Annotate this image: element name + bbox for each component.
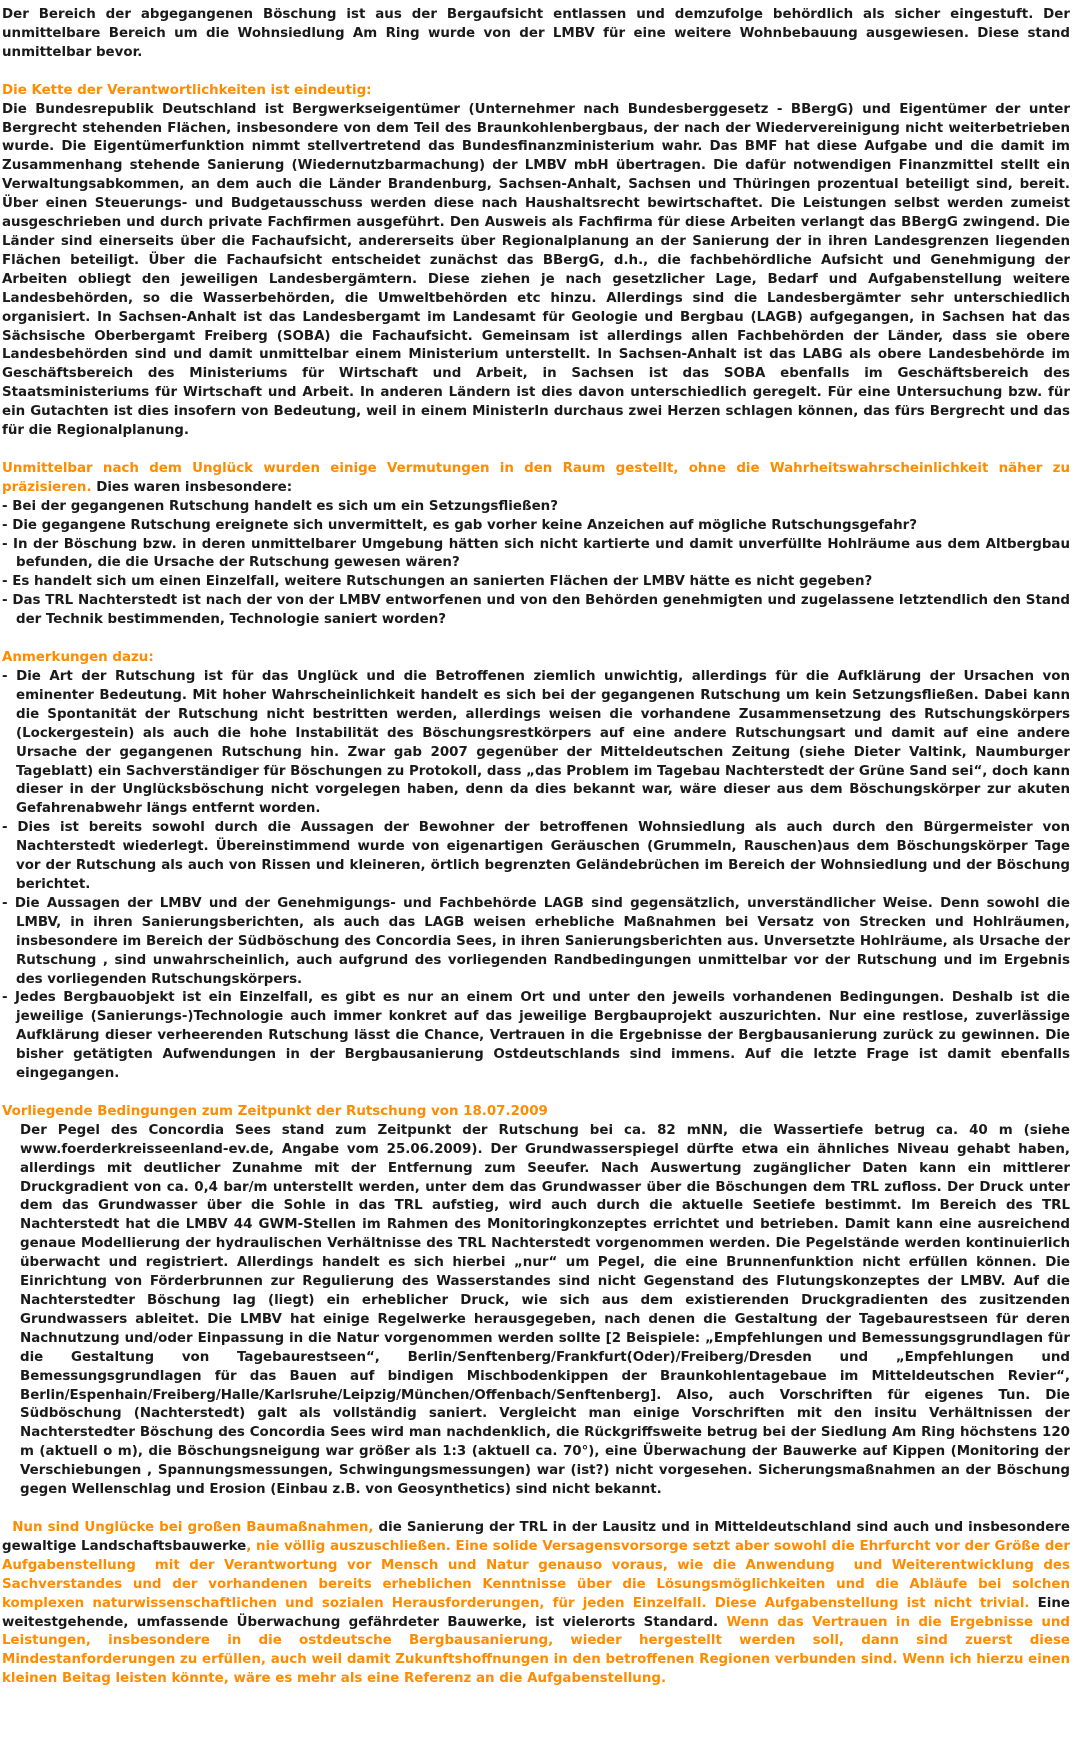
responsibilities-paragraph: Die Bundesrepublik Deutschland ist Bergw… xyxy=(2,101,1070,439)
remarks-list: - Die Art der Rutschung ist für das Ungl… xyxy=(2,668,1070,1084)
list-item: - Jedes Bergbauobjekt ist ein Einzelfall… xyxy=(2,990,1070,1082)
list-item: - In der Böschung bzw. in deren unmittel… xyxy=(2,536,1070,571)
section-heading-remarks: Anmerkungen dazu: xyxy=(2,650,154,666)
conditions-paragraph: Der Pegel des Concordia Sees stand zum Z… xyxy=(20,1122,1070,1498)
list-item: - Bei der gegangenen Rutschung handelt e… xyxy=(2,498,558,514)
list-item: - Die Art der Rutschung ist für das Ungl… xyxy=(2,669,1070,817)
list-item: - Die gegangene Rutschung ereignete sich… xyxy=(2,517,918,533)
conclusion-part-3: , nie völlig auszuschließen. Eine solide… xyxy=(2,1538,1075,1611)
section-heading-conditions: Vorliegende Bedingungen zum Zeitpunkt de… xyxy=(2,1103,548,1119)
assumptions-heading: Unmittelbar nach dem Unglück wurden eini… xyxy=(2,460,1070,495)
section-heading-responsibilities: Die Kette der Verantwortlichkeiten ist e… xyxy=(2,82,372,98)
list-item: - Die Aussagen der LMBV und der Genehmig… xyxy=(2,895,1070,987)
list-item: - Es handelt sich um einen Einzelfall, w… xyxy=(2,574,873,590)
conclusion-part-5: Wenn das Vertrauen in die Ergebnisse und… xyxy=(2,1614,1075,1687)
conclusion-paragraph: Nun sind Unglücke bei großen Baumaßnahme… xyxy=(2,1519,1070,1689)
list-item: - Dies ist bereits sowohl durch die Auss… xyxy=(2,820,1070,892)
assumptions-list: - Bei der gegangenen Rutschung handelt e… xyxy=(2,498,1070,630)
assumptions-intro: Unmittelbar nach dem Unglück wurden eini… xyxy=(2,460,1070,498)
assumptions-heading-tail: Dies waren insbesondere: xyxy=(91,479,293,495)
conclusion-part-1: Nun sind Unglücke bei großen Baumaßnahme… xyxy=(2,1519,374,1535)
list-item: - Das TRL Nachterstedt ist nach der von … xyxy=(2,593,1070,628)
conclusion-part-4: Eine weitestgehende, umfassende Überwach… xyxy=(2,1595,1075,1630)
conclusion-part-2: die Sanierung der TRL in der Lausitz und… xyxy=(2,1519,1075,1554)
intro-paragraph: Der Bereich der abgegangenen Böschung is… xyxy=(2,7,1070,60)
